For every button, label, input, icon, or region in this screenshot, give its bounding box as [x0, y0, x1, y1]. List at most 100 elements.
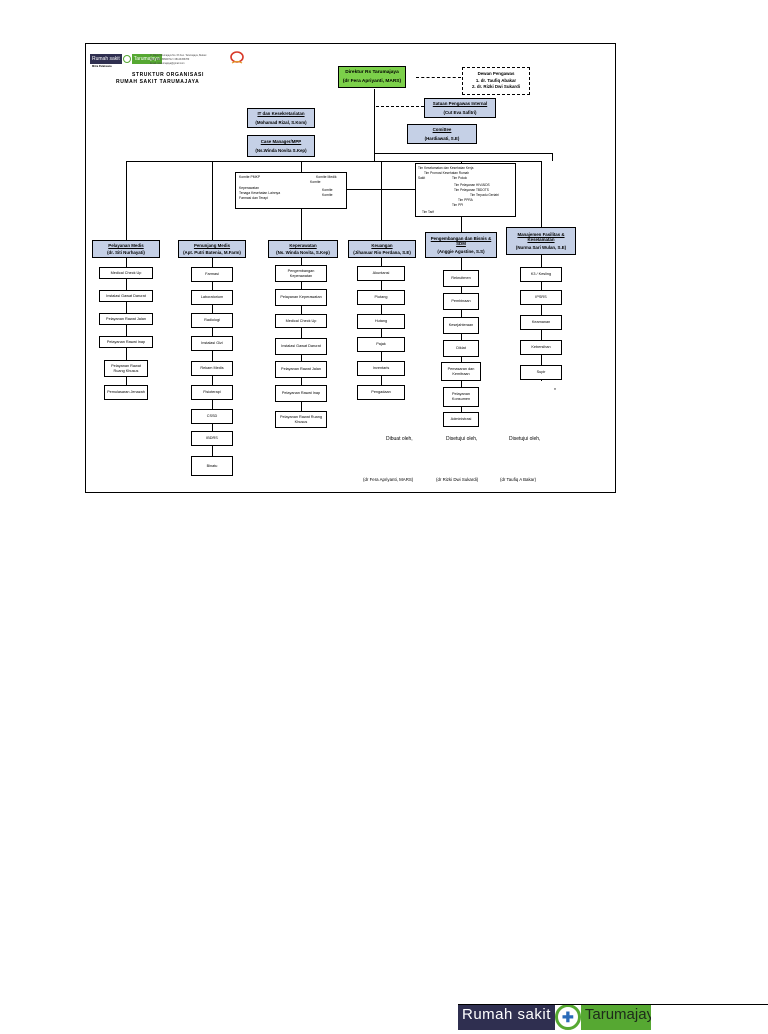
internal-audit-title: Satuan Pengawas Internal	[432, 101, 488, 107]
committee-right-1: Komite Medik	[316, 175, 337, 179]
connector	[374, 153, 552, 154]
case-manager-title: Case Manager/MPP	[260, 139, 302, 145]
unit-box: Radiologi	[191, 313, 233, 328]
dashed-connector	[376, 106, 424, 107]
department-header-nursing: Keperawatan (Ns. Winda Novita, S.Kep)	[268, 240, 338, 258]
supervisory-title: Dewan Pengawas	[477, 71, 515, 77]
header-contact-1: Telp. (021) 88990712 / 08123456789	[150, 58, 190, 61]
unit-box: Instalasi Gawat Darurat	[99, 290, 153, 302]
signature-name-1: (dr Fera Apriyanti, MARS)	[363, 477, 414, 482]
unit-box: CSSD	[191, 409, 233, 424]
committee-left-1: Komite PMKP	[239, 175, 261, 179]
team-item: Tim Pelayanan TBDOTS	[454, 188, 489, 192]
department-title: Pelayanan Medis	[108, 242, 144, 248]
department-header-facilities: Manajemen Fasilitas & Keselamatan (Nurma…	[506, 227, 576, 255]
department-head: (Jihanuar Rio Perdana, S.E)	[353, 250, 411, 255]
logo-left-text: Rumah sakit	[90, 54, 122, 64]
supervisory-member-2: 2. dr. Rizki Dwi Sukardi	[471, 84, 521, 90]
case-manager-box: Case Manager/MPP (Ns.Winda Novita S.Kep)	[247, 135, 315, 157]
department-title: Pengembangan dan Bisnis & SDM	[430, 236, 492, 247]
committees-box: Komite PMKP Keperawatan Tenaga Kesehatan…	[235, 172, 347, 209]
committee-right-2: Komite	[310, 180, 321, 184]
logo-right-text: Tarumajaya	[131, 54, 162, 64]
director-box: Direktur Rs Tarumajaya (dr Fera Apriyant…	[338, 66, 406, 88]
department-head: (Anggie Agustine, S.S)	[437, 248, 485, 254]
case-manager-name: (Ns.Winda Novita S.Kep)	[255, 147, 307, 153]
department-header-medical: Pelayanan Medis (dr. Siti Nurhayati)	[92, 240, 160, 258]
unit-box: Laboratorium	[191, 290, 233, 305]
unit-box: Pelayanan Rawat Jalan	[275, 361, 327, 378]
department-header-development: Pengembangan dan Bisnis & SDM (Anggie Ag…	[425, 232, 497, 258]
unit-box: Farmasi	[191, 267, 233, 282]
org-chart-frame: Rumah sakit Tarumajaya Mitra Pelaksana J…	[85, 43, 616, 493]
chart-title: STRUKTUR ORGANISASI	[132, 72, 204, 78]
unit-box: Medical Check Up	[275, 314, 327, 328]
department-header-finance: Keuangan (Jihanuar Rio Perdana, S.E)	[348, 240, 416, 258]
bottom-logo-left-text: Rumah sakit	[458, 1004, 555, 1030]
teams-box: Tim Keselamatan dan Kesehatan Kerja Tim …	[415, 163, 516, 217]
unit-box: Pelayanan Rawat Jalan	[99, 313, 153, 325]
committee-right-5: Komite	[322, 193, 333, 197]
unit-box: Instalasi Gawat Darurat	[275, 338, 327, 355]
logo-tagline: Mitra Pelaksana	[92, 65, 112, 68]
it-name: (Mohamad Rizal, S.Kom)	[255, 119, 307, 125]
signature-name-3: (dr Taufiq A Bakar)	[500, 477, 537, 482]
unit-box: Pelayanan Rawat Inap	[275, 385, 327, 402]
it-box: IT dan Kesekretariatan (Mohamad Rizal, S…	[247, 108, 315, 128]
team-item: Tim Terpadu Geriatri	[470, 193, 499, 197]
unit-box: Supir	[520, 365, 562, 380]
team-item: Tim Keselamatan dan Kesehatan Kerja	[418, 166, 474, 170]
connector	[126, 161, 127, 241]
department-title: Penunjang Medis	[193, 242, 231, 248]
unit-box: K3 / Kesling	[520, 267, 562, 282]
internal-audit-box: Satuan Pengawas Internal (Cut Eva Safitr…	[424, 98, 496, 118]
cross-icon	[122, 55, 131, 63]
unit-box: Inventaris	[357, 361, 405, 376]
signature-made-label: Dibuat oleh,	[386, 436, 413, 442]
unit-box: Keamanan	[520, 315, 562, 330]
team-item: Tim Pelayanan HIV/AIDS	[454, 183, 490, 187]
supervisory-board-box: Dewan Pengawas 1. dr. Taufiq Abakar 2. d…	[462, 67, 530, 95]
unit-box: Pelayanan Rawat Ruang Khusus	[104, 360, 148, 377]
connector	[126, 258, 127, 400]
unit-box: Kesejahteraan	[443, 317, 479, 334]
unit-box: Pelayanan Konsumen	[443, 387, 479, 407]
connector	[461, 258, 462, 418]
header-address: Jl. Raya Tarumajaya No. 63 Kec. Tarumaja…	[150, 54, 207, 57]
internal-audit-name: (Cut Eva Safitri)	[443, 109, 477, 115]
unit-box: Pelayanan Rawat Ruang Khusus	[275, 411, 327, 428]
director-title: Direktur Rs Tarumajaya	[345, 69, 399, 75]
unit-box: IBDRS	[191, 431, 233, 446]
team-item: Tim PPRA	[458, 198, 473, 202]
unit-box: Medical Check Up	[99, 267, 153, 279]
unit-box: IPSRS	[520, 290, 562, 305]
department-head: (Nurma Sari Wulan, S.E)	[515, 244, 567, 250]
divider	[458, 1004, 768, 1005]
department-head: (dr. Siti Nurhayati)	[107, 250, 145, 255]
team-item: Tim PPI	[452, 203, 464, 207]
unit-box: Instalasi Gizi	[191, 336, 233, 351]
committee-left-5: Farmasi dan Terapi	[239, 196, 268, 200]
supervisory-member-1: 1. dr. Taufiq Abakar	[475, 77, 517, 83]
department-title: Keperawatan	[289, 242, 317, 248]
unit-box: Akuntansi	[357, 266, 405, 281]
unit-box: Pembinaan	[443, 293, 479, 310]
signature-name-2: (dr Rizki Dwi Sukardi)	[436, 477, 479, 482]
team-item: Tim Tarif	[422, 210, 435, 214]
unit-box: Fisioterapi	[191, 385, 233, 400]
connector	[381, 161, 382, 241]
unit-box: Piutang	[357, 290, 405, 305]
bottom-hospital-logo: Rumah sakit ✚ Tarumajay	[458, 1004, 688, 1034]
team-item: Sakit	[418, 176, 426, 180]
committee-left-3: Keperawatan	[239, 186, 259, 190]
comittee-name: (Hardiawati, S.E)	[424, 135, 460, 141]
dashed-connector	[416, 77, 461, 78]
department-title: Manajemen Fasilitas & Keselamatan	[517, 232, 565, 243]
connector	[126, 161, 541, 162]
director-name: (dr Fera Apriyanti, MARS)	[342, 78, 402, 84]
unit-box: Rekruitmen	[443, 270, 479, 287]
department-head: (Ns. Winda Novita, S.Kep)	[276, 250, 330, 255]
cross-icon: ✚	[554, 1004, 581, 1030]
unit-box: Pengembangan Keperawatan	[275, 265, 327, 282]
connector	[212, 161, 213, 241]
